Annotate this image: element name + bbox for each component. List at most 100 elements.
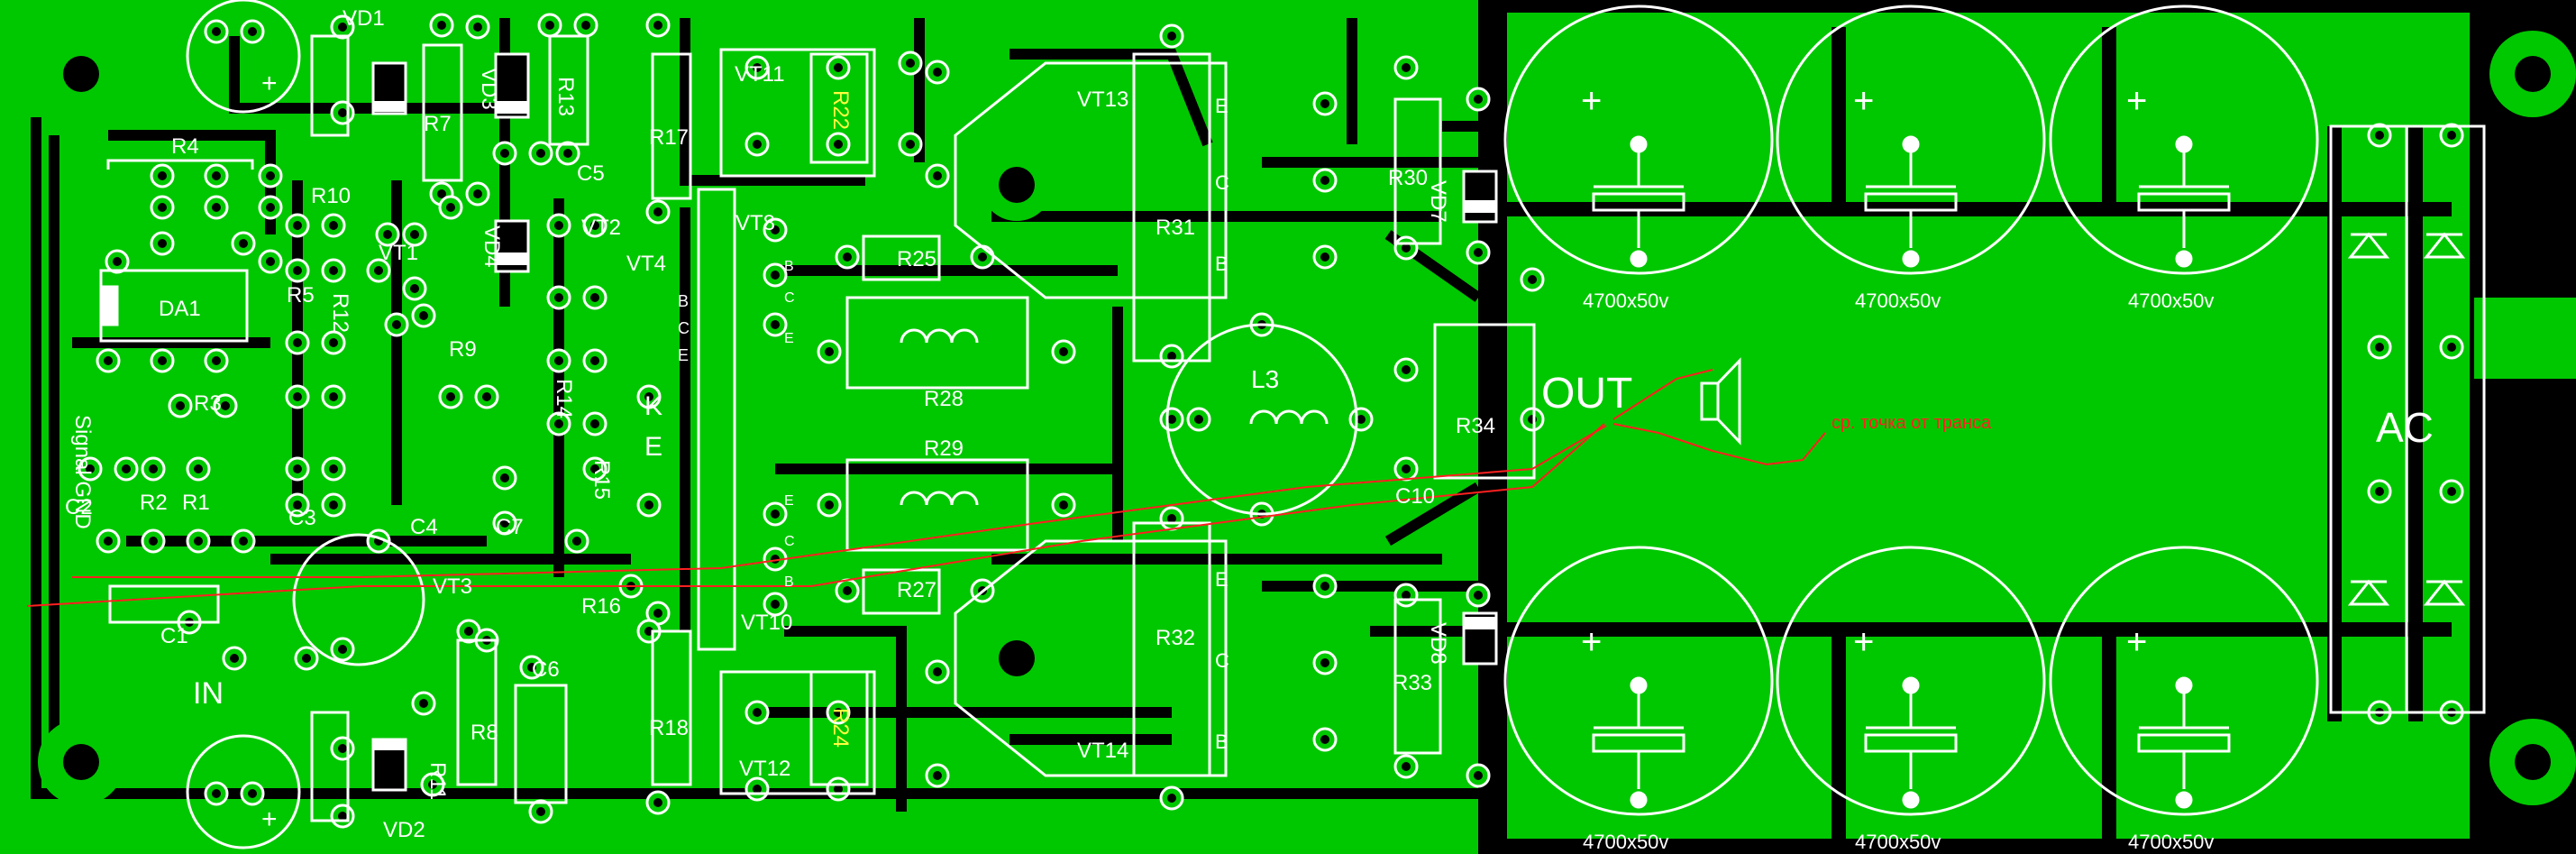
part-label-c5: C5 [577,161,605,186]
filter-cap-pad [1902,135,1920,153]
part-label-vt12: VT12 [739,757,790,781]
filter-cap-value: 4700x50v [2128,831,2214,853]
da1-notch [99,285,119,326]
pad-hole [906,140,915,149]
pad-hole [329,221,338,230]
filter-cap-pad [1902,676,1920,694]
pad-hole [1059,500,1068,510]
pad-hole [1167,794,1176,803]
pad-hole [239,239,248,248]
part-label-r14: R14 [552,379,576,418]
mount-hole-top-left [38,31,124,117]
pad-hole [266,257,275,266]
pad-hole [473,23,482,32]
filter-cap-pad [1630,135,1648,153]
pad-hole [1167,32,1176,41]
part-label-r16: R16 [581,594,621,619]
part-label-r34: R34 [1456,414,1495,438]
pad-hole [464,627,473,636]
pad-hole [843,253,852,262]
filter-cap-pad [2175,250,2193,268]
part-label-l3: L3 [1251,365,1279,393]
vt3-outline [292,533,425,666]
pin-label: B [784,574,794,590]
part-label-r28: R28 [924,387,964,411]
plus-icon: + [2126,622,2147,662]
plus-icon: + [2126,81,2147,121]
pad-hole [554,356,563,365]
vt13-outline [954,61,1228,299]
diode-icon [2423,232,2466,259]
pad-hole [338,812,347,821]
r31-outline [1132,52,1211,363]
pad-hole [212,356,221,365]
red-wire-4 [1612,369,1713,420]
filter-cap-1-outline [1503,5,1774,275]
pad-hole [644,500,653,510]
part-label-c6: C6 [532,657,560,682]
filter-cap-pad [1902,250,1920,268]
pad-hole [1402,63,1411,72]
pad-hole [1474,771,1483,780]
pad-hole [1167,352,1176,361]
pad-hole [293,500,302,510]
pad-hole [653,798,662,807]
pad-hole [149,464,158,473]
part-label-r31: R31 [1156,216,1195,240]
part-label-r15: R15 [589,460,614,500]
red-wire-1 [26,423,1605,607]
pad-hole [419,311,428,320]
pad-hole [590,464,599,473]
diode-icon [2423,579,2466,606]
pads [78,13,2464,829]
pin-label: C [678,319,690,337]
pad-hole [1402,243,1411,253]
pad-hole [753,785,762,794]
pad-hole [329,338,338,347]
part-label-r30: R30 [1388,166,1428,190]
cap-top-left-outline [186,0,301,114]
pad-hole [753,63,762,72]
pad-hole [2447,343,2456,352]
part-label-vd3: VD3 [477,68,501,110]
pad-hole [428,780,437,789]
pad-hole [572,537,581,546]
part-label-r7: R7 [424,112,452,136]
right-strip [2474,298,2576,379]
pin-label: B [1215,253,1229,275]
pad-hole [771,320,780,329]
r29-coil-icon [900,491,979,506]
small-diodes [371,52,1498,792]
r7-outline [422,43,463,182]
pin-label: E [1215,568,1229,591]
part-label-r10: R10 [311,184,351,208]
part-label-vt4: VT4 [626,252,666,276]
pin-label: E [678,346,689,364]
part-label-vd2: VD2 [383,818,425,842]
pad-hole [554,293,563,302]
l3-outline [1165,323,1358,516]
part-label-c10: C10 [1395,484,1435,509]
pad-hole [266,203,275,212]
filter-cap-value: 4700x50v [1855,831,1941,853]
speaker-icon-body [1700,381,1720,421]
pad-hole [906,59,915,68]
pad-hole [527,663,536,672]
power-copper-area [1507,13,2470,839]
pad-hole [446,392,455,401]
pad-hole [590,221,599,230]
bridge-diodes [2347,232,2466,606]
pad-hole [536,807,545,816]
pad-hole [338,108,347,117]
r28-coil-icon [900,328,979,344]
part-label-r24: R24 [828,708,853,748]
pad-hole [338,744,347,753]
pad-hole [1474,591,1483,600]
r28-outline [845,296,1029,390]
vt11-outline [719,48,876,178]
filter-cap-value: 4700x50v [1855,289,1941,312]
pad-hole [1320,582,1329,591]
pad-hole [1402,591,1411,600]
filter-cap-pad [1902,791,1920,809]
